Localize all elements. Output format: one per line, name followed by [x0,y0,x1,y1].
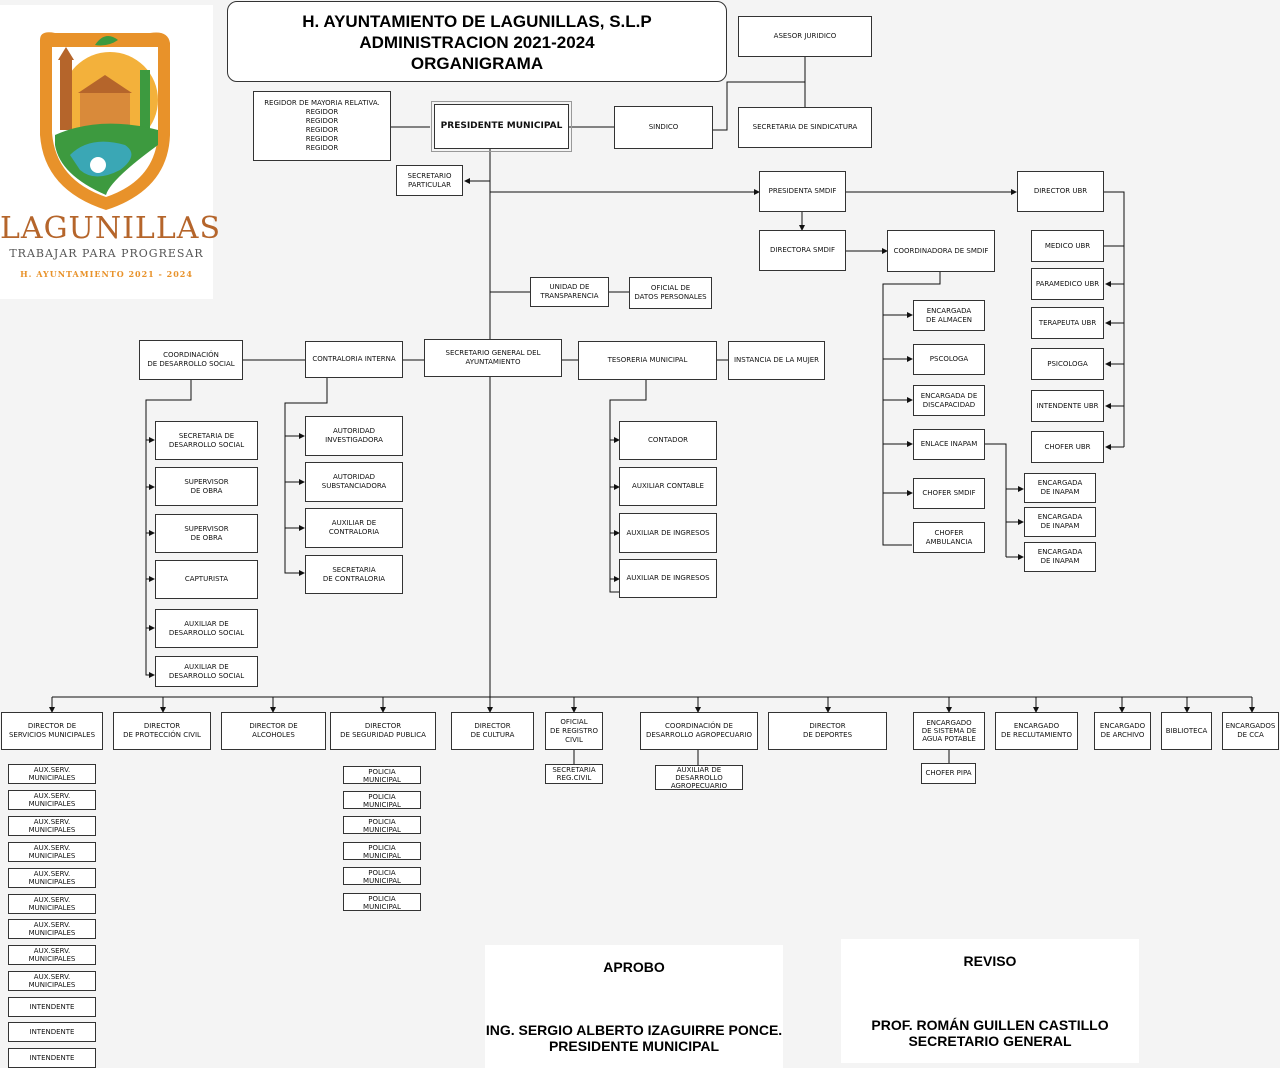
title-line-2: ADMINISTRACION 2021-2024 [359,33,595,52]
node-directora-smdif: DIRECTORA SMDIF [759,230,846,271]
signature-aprobo-role: PRESIDENTE MUNICIPAL [548,1038,720,1054]
lagunillas-logo: LAGUNILLAS TRABAJAR PARA PROGRESAR H. AY… [0,5,221,299]
node-encargada-inapam-3: ENCARGADA DE INAPAM [1024,542,1096,572]
node-coordinadora-smdif: COORDINADORA DE SMDIF [887,230,995,272]
node-biblioteca: BIBLIOTECA [1161,712,1212,750]
node-autoridad-substanciadora: AUTORIDAD SUBSTANCIADORA [305,462,403,502]
node-intendente-ubr: INTENDENTE UBR [1031,390,1104,422]
node-contraloria-interna: CONTRALORIA INTERNA [305,341,403,378]
node-intendente: INTENDENTE [8,997,96,1017]
signature-reviso-label: REVISO [963,953,1017,969]
node-secretaria-registro-civil: SECRETARIA REG.CIVIL [545,764,603,784]
signature-aprobo-name: ING. SERGIO ALBERTO IZAGUIRRE PONCE. [485,1022,783,1038]
node-unidad-transparencia: UNIDAD DE TRANSPARENCIA [530,277,609,307]
node-psicologa-ubr: PSICOLOGA [1031,348,1104,380]
node-medico-ubr: MEDICO UBR [1031,230,1104,262]
node-chofer-ubr: CHOFER UBR [1031,431,1104,463]
signature-aprobo: APROBO ING. SERGIO ALBERTO IZAGUIRRE PON… [485,945,783,1068]
logo-subtitle: H. AYUNTAMIENTO 2021 - 2024 [20,269,193,279]
node-aux-desarrollo-social-2: AUXILIAR DE DESARROLLO SOCIAL [155,656,258,687]
title-line-1: H. AYUNTAMIENTO DE LAGUNILLAS, S.L.P [302,12,652,31]
node-coord-desarrollo-social: COORDINACIÓN DE DESARROLLO SOCIAL [139,340,243,380]
node-capturista: CAPTURISTA [155,560,258,599]
node-policia-municipal: POLICIA MUNICIPAL [343,893,421,911]
node-dir-alcoholes: DIRECTOR DE ALCOHOLES [221,712,326,750]
node-terapeuta-ubr: TERAPEUTA UBR [1031,307,1104,339]
node-aux-ingresos-1: AUXILIAR DE INGRESOS [619,513,717,553]
node-aux-contraloria: AUXILIAR DE CONTRALORIA [305,508,403,548]
node-policia-municipal: POLICIA MUNICIPAL [343,842,421,860]
node-policia-municipal: POLICIA MUNICIPAL [343,766,421,784]
node-sindico: SINDICO [614,106,713,149]
node-enlace-inapam: ENLACE INAPAM [913,429,985,460]
node-intendente: INTENDENTE [8,1048,96,1068]
node-aux-serv-municipales: AUX.SERV. MUNICIPALES [8,764,96,784]
signature-reviso-name: PROF. ROMÁN GUILLEN CASTILLO [871,1017,1109,1033]
node-coord-desarrollo-agropecuario: COORDINACIÓN DE DESARROLLO AGROPECUARIO [640,712,758,750]
logo-slogan: TRABAJAR PARA PROGRESAR [9,247,204,260]
node-tesoreria-municipal: TESORERIA MUNICIPAL [578,341,717,380]
node-aux-desarrollo-social-1: AUXILIAR DE DESARROLLO SOCIAL [155,609,258,648]
node-aux-ingresos-2: AUXILIAR DE INGRESOS [619,559,717,598]
node-chofer-smdif: CHOFER SMDIF [913,478,985,509]
page-title: H. AYUNTAMIENTO DE LAGUNILLAS, S.L.P ADM… [227,1,727,82]
node-aux-serv-municipales: AUX.SERV. MUNICIPALES [8,894,96,914]
node-dir-proteccion-civil: DIRECTOR DE PROTECCIÓN CIVIL [113,712,211,750]
node-presidente-municipal: PRESIDENTE MUNICIPAL [431,101,572,152]
node-chofer-pipa: CHOFER PIPA [921,763,976,784]
signature-reviso-role: SECRETARIO GENERAL [908,1033,1072,1049]
node-dir-seguridad-publica: DIRECTOR DE SEGURIDAD PUBLICA [330,712,436,750]
node-encargada-discapacidad: ENCARGADA DE DISCAPACIDAD [913,385,985,416]
node-encargados-cca: ENCARGADOS DE CCA [1222,712,1279,750]
node-aux-serv-municipales: AUX.SERV. MUNICIPALES [8,816,96,836]
node-secretario-general: SECRETARIO GENERAL DEL AYUNTAMIENTO [424,339,562,377]
node-encargado-reclutamiento: ENCARGADO DE RECLUTAMIENTO [995,712,1078,750]
node-supervisor-obra-2: SUPERVISOR DE OBRA [155,514,258,553]
node-aux-desarrollo-agropecuario: AUXILIAR DE DESARROLLO AGROPECUARIO [655,765,743,790]
node-encargada-almacen: ENCARGADA DE ALMACEN [913,300,985,331]
node-sec-contraloria: SECRETARIA DE CONTRALORIA [305,555,403,594]
node-oficial-datos: OFICIAL DE DATOS PERSONALES [629,277,712,309]
node-asesor-juridico: ASESOR JURIDICO [738,16,872,57]
node-encargada-inapam-1: ENCARGADA DE INAPAM [1024,473,1096,503]
node-chofer-ambulancia: CHOFER AMBULANCIA [913,522,985,553]
node-encargado-agua-potable: ENCARGADO DE SISTEMA DE AGUA POTABLE [913,712,985,750]
node-aux-serv-municipales: AUX.SERV. MUNICIPALES [8,919,96,939]
node-supervisor-obra-1: SUPERVISOR DE OBRA [155,467,258,506]
node-oficial-registro-civil: OFICIAL DE REGISTRO CIVIL [545,712,603,750]
node-aux-serv-municipales: AUX.SERV. MUNICIPALES [8,971,96,991]
node-contador: CONTADOR [619,421,717,460]
node-instancia-mujer: INSTANCIA DE LA MUJER [728,341,825,380]
node-dir-deportes: DIRECTOR DE DEPORTES [768,712,887,750]
node-aux-serv-municipales: AUX.SERV. MUNICIPALES [8,842,96,862]
signature-reviso: REVISO PROF. ROMÁN GUILLEN CASTILLO SECR… [841,939,1139,1063]
node-paramedico-ubr: PARAMEDICO UBR [1031,268,1104,300]
signature-aprobo-label: APROBO [603,959,665,975]
node-regidores: REGIDOR DE MAYORIA RELATIVA. REGIDOR REG… [253,91,391,161]
node-encargado-archivo: ENCARGADO DE ARCHIVO [1094,712,1151,750]
node-sec-desarrollo-social: SECRETARIA DE DESARROLLO SOCIAL [155,421,258,460]
node-policia-municipal: POLICIA MUNICIPAL [343,816,421,834]
node-encargada-inapam-2: ENCARGADA DE INAPAM [1024,507,1096,537]
title-line-3: ORGANIGRAMA [410,54,544,73]
node-secretario-particular: SECRETARIO PARTICULAR [396,165,463,196]
node-psicologa-dif: PSCOLOGA [913,344,985,375]
node-dir-servicios-municipales: DIRECTOR DE SERVICIOS MUNICIPALES [1,712,103,750]
node-intendente: INTENDENTE [8,1022,96,1042]
node-policia-municipal: POLICIA MUNICIPAL [343,791,421,809]
node-policia-municipal: POLICIA MUNICIPAL [343,867,421,885]
node-secretaria-sindicatura: SECRETARIA DE SINDICATURA [738,107,872,148]
node-director-ubr: DIRECTOR UBR [1017,171,1104,212]
node-aux-serv-municipales: AUX.SERV. MUNICIPALES [8,945,96,965]
coat-of-arms-icon [40,32,170,210]
node-presidenta-smdif: PRESIDENTA SMDIF [759,171,846,212]
node-autoridad-investigadora: AUTORIDAD INVESTIGADORA [305,416,403,456]
node-dir-cultura: DIRECTOR DE CULTURA [451,712,534,750]
logo-name: LAGUNILLAS [0,211,221,246]
node-aux-serv-municipales: AUX.SERV. MUNICIPALES [8,868,96,888]
node-aux-serv-municipales: AUX.SERV. MUNICIPALES [8,790,96,810]
node-aux-contable: AUXILIAR CONTABLE [619,467,717,506]
